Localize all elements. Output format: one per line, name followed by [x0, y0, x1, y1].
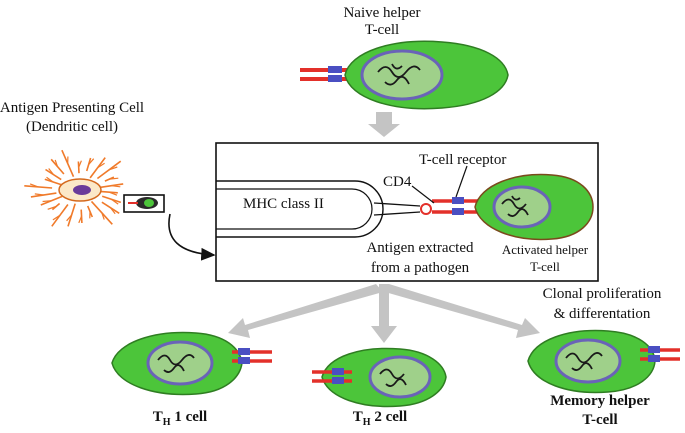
- memory-tcell: Memory helper T-cell: [527, 329, 680, 428]
- memory-label-line1: Memory helper: [550, 393, 650, 409]
- dendrite-branch: [101, 201, 120, 214]
- th1-cell: TH 1 cell: [111, 331, 272, 428]
- dendrite-branch: [90, 200, 113, 225]
- th1-label: TH 1 cell: [153, 409, 207, 428]
- curved-arrow-icon: [168, 213, 216, 261]
- dendrite-twig: [48, 168, 54, 175]
- dendrite-twig: [109, 177, 119, 180]
- dendrite-twig: [47, 205, 57, 210]
- tcr-label: T-cell receptor: [419, 152, 506, 168]
- dendrite-icon: [24, 149, 124, 227]
- dendrite-branch: [45, 168, 62, 181]
- dendrite-branch: [99, 183, 124, 189]
- mhc-label: MHC class II: [243, 196, 324, 212]
- dendrite-twig: [110, 207, 116, 215]
- differentiation-arrows: [228, 284, 540, 343]
- dendrite-branch: [85, 157, 92, 172]
- naive-tcell: Naive helper T-cell: [300, 5, 509, 110]
- th1-receptor-icon: [232, 348, 272, 364]
- antigen-icon: [420, 203, 432, 215]
- dendrite-twig: [42, 200, 52, 203]
- th2-label: TH 2 cell: [353, 409, 407, 428]
- memory-label-line2: T-cell: [582, 412, 617, 428]
- dendrite-branch: [30, 192, 57, 198]
- apc-label-line2: (Dendritic cell): [26, 119, 118, 135]
- dendrite-twig: [78, 216, 83, 224]
- dendrite-twig: [88, 158, 95, 165]
- activated-label-line1: Activated helper: [502, 242, 589, 257]
- naive-label-line2: T-cell: [365, 22, 399, 38]
- clonal-label-line1: Clonal proliferation: [543, 286, 662, 302]
- dendrite-twig: [108, 191, 118, 196]
- antigen-label-line1: Antigen extracted: [366, 240, 474, 256]
- dendrite-twig: [78, 160, 82, 168]
- dendrite-branch: [51, 204, 69, 227]
- cd4-tcr-icon: [411, 165, 478, 215]
- dendrite-twig: [97, 162, 105, 169]
- dendrite-twig: [34, 193, 44, 196]
- dendrite-branch: [101, 195, 122, 204]
- mhc-class-ii: MHC class II: [216, 180, 421, 238]
- dendrite-twig: [52, 214, 61, 221]
- dendrite-twig: [29, 183, 39, 188]
- naive-receptor-icon: [300, 66, 352, 82]
- activated-label-line2: T-cell: [530, 259, 560, 274]
- activated-tcell: Activated helper T-cell: [474, 173, 594, 274]
- naive-label-line1: Naive helper: [343, 5, 420, 21]
- dendrite-branch: [80, 209, 83, 224]
- apc-label-line1: Antigen Presenting Cell: [0, 100, 144, 116]
- apc: Antigen Presenting Cell (Dendritic cell): [0, 100, 165, 227]
- dendrite-branch: [44, 178, 62, 186]
- dendrite-twig: [111, 198, 119, 205]
- clonal-label-line2: & differentation: [554, 306, 651, 322]
- memory-receptor-icon: [640, 346, 680, 362]
- antigen-label-line2: from a pathogen: [371, 260, 470, 276]
- dendrite-twig: [46, 176, 54, 183]
- dendrite-twig: [108, 166, 118, 171]
- apc-nucleus-icon: [73, 185, 91, 195]
- dendrite-twig: [66, 214, 73, 222]
- dendrite-twig: [101, 212, 105, 220]
- dendrite-branch: [96, 160, 122, 180]
- th2-cell: TH 2 cell: [312, 347, 447, 428]
- dendrite-twig: [111, 185, 121, 188]
- arrow-down-icon: [368, 112, 400, 137]
- dendrite-branch: [99, 190, 118, 194]
- dendrite-twig: [54, 159, 59, 167]
- cd4-label: CD4: [383, 174, 412, 190]
- th2-receptor-icon: [312, 368, 352, 384]
